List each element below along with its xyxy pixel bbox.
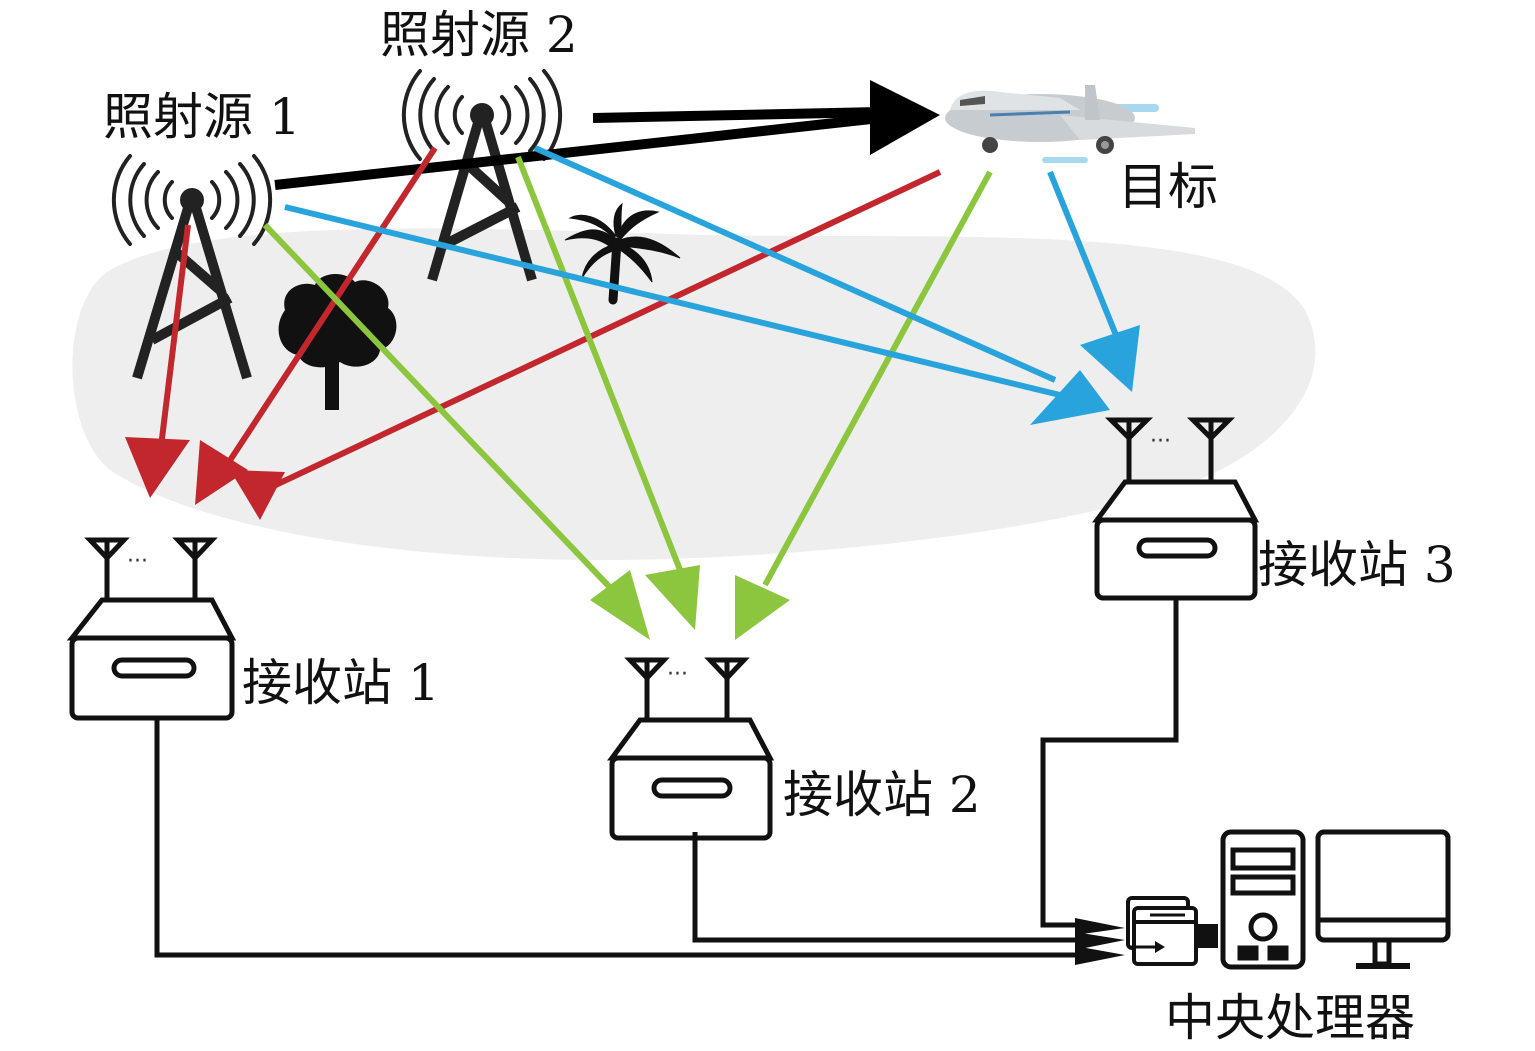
target-label: 目标 [1118, 158, 1218, 216]
receiver-1-label: 接收站 1 [242, 654, 440, 712]
monitor-icon [1315, 829, 1451, 969]
receiver-station-icon [607, 657, 775, 841]
radio-tower-icon [401, 69, 563, 282]
red-paths [125, 146, 942, 520]
desktop-tower-icon [1220, 829, 1306, 970]
illumination-paths [274, 80, 940, 190]
antenna-ellipsis: ··· [1150, 429, 1171, 454]
source-1-label: 照射源 1 [103, 88, 301, 146]
antenna-ellipsis: ··· [127, 549, 148, 574]
receiver-station-icon [1092, 417, 1260, 601]
source-2-label: 照射源 2 [380, 6, 578, 64]
receiver-station-icon [66, 537, 237, 721]
network-router-icon [1126, 896, 1218, 966]
processor-label: 中央处理器 [1165, 989, 1415, 1047]
data-links [154, 598, 1179, 958]
airplane-icon [945, 85, 1195, 163]
green-paths [262, 155, 993, 640]
receiver-2-label: 接收站 2 [783, 766, 981, 824]
antenna-ellipsis: ··· [667, 662, 688, 687]
link-arrowheads [1075, 918, 1125, 965]
receiver-3-label: 接收站 3 [1258, 536, 1456, 594]
palm-tree-icon [564, 202, 681, 305]
blue-paths [284, 145, 1140, 425]
